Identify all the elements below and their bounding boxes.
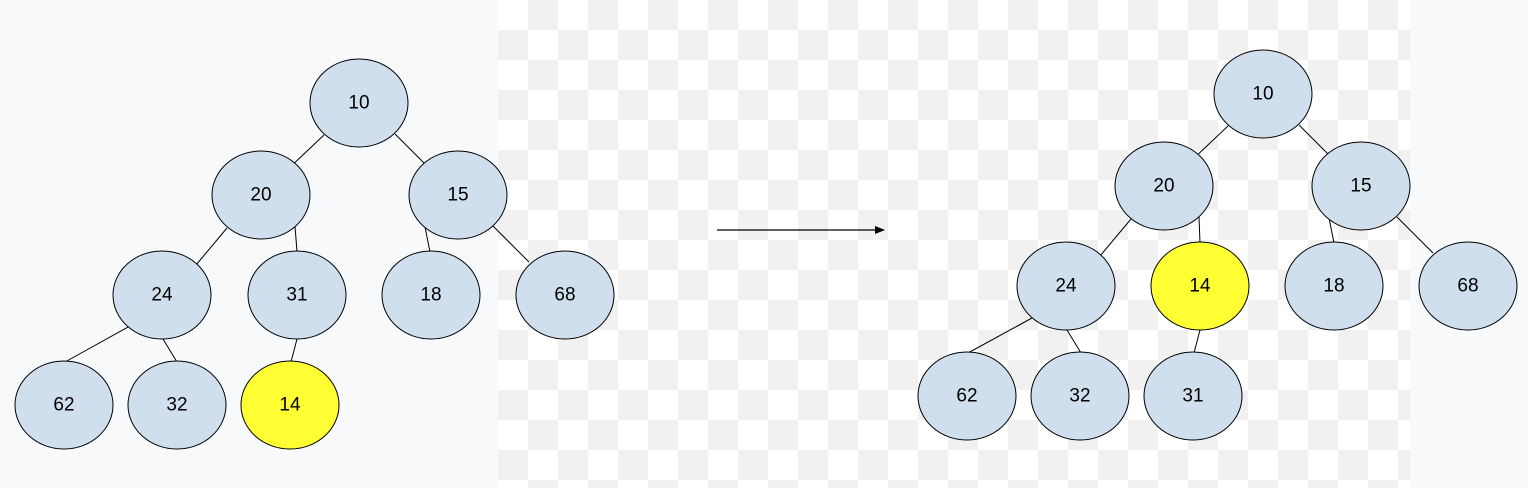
highlighted-node: 14 [240, 360, 340, 450]
edge-left-leftleft [195, 227, 228, 266]
tree-node: 32 [1030, 351, 1130, 441]
after-tree: 10 20 15 24 14 18 68 62 [917, 49, 1518, 441]
edge-root-right [394, 133, 429, 168]
edge-right-rightleft [424, 226, 431, 253]
tree-node: 32 [127, 360, 227, 450]
svg-text:32: 32 [1069, 386, 1090, 407]
svg-text:24: 24 [1055, 276, 1077, 297]
edge-left-leftright [294, 225, 298, 253]
edge-right-rightleft [1328, 217, 1335, 244]
edge-right-rightright [492, 225, 530, 263]
tree-node: 62 [14, 360, 114, 450]
tree-node: 62 [917, 351, 1017, 441]
svg-text:18: 18 [420, 285, 441, 306]
edge-leftleft-llright [1066, 329, 1082, 354]
tree-node: 68 [515, 250, 615, 340]
svg-text:24: 24 [151, 285, 173, 306]
edge-root-right [1298, 124, 1333, 159]
edge-right-rightright [1396, 216, 1434, 254]
svg-text:14: 14 [279, 395, 301, 416]
tree-node: 18 [381, 250, 481, 340]
edge-left-leftleft [1099, 218, 1132, 257]
svg-text:20: 20 [1153, 176, 1174, 197]
svg-text:18: 18 [1323, 276, 1344, 297]
tree-node: 10 [1213, 49, 1313, 139]
svg-text:31: 31 [286, 285, 307, 306]
svg-text:20: 20 [250, 185, 271, 206]
tree-node: 18 [1284, 241, 1384, 331]
svg-text:15: 15 [1350, 176, 1371, 197]
tree-node: 31 [1143, 351, 1243, 441]
tree-node: 68 [1418, 241, 1518, 331]
edge-leftleft-llleft [64, 326, 129, 363]
before-tree: 10 20 15 24 31 18 68 62 [14, 58, 615, 450]
tree-node: 15 [1311, 141, 1411, 231]
svg-text:10: 10 [1252, 84, 1273, 105]
svg-text:31: 31 [1182, 386, 1203, 407]
svg-text:68: 68 [554, 285, 575, 306]
tree-node: 20 [1114, 141, 1214, 231]
edge-left-leftright [1198, 216, 1201, 244]
tree-node: 10 [309, 58, 409, 148]
tree-node: 20 [211, 150, 311, 240]
tree-node: 15 [408, 150, 508, 240]
edge-leftleft-llright [162, 338, 178, 363]
svg-text:68: 68 [1457, 276, 1478, 297]
highlighted-node: 14 [1150, 241, 1250, 331]
svg-text:14: 14 [1189, 276, 1211, 297]
edge-leftright-lrleft [290, 338, 298, 363]
svg-text:10: 10 [348, 93, 369, 114]
edge-leftright-lrleft [1193, 329, 1201, 354]
svg-text:62: 62 [53, 395, 74, 416]
tree-node: 24 [112, 250, 212, 340]
tree-node: 31 [247, 250, 347, 340]
tree-node: 24 [1016, 241, 1116, 331]
svg-text:32: 32 [166, 395, 187, 416]
svg-text:62: 62 [956, 386, 977, 407]
edge-leftleft-llleft [967, 317, 1033, 354]
svg-text:15: 15 [447, 185, 468, 206]
